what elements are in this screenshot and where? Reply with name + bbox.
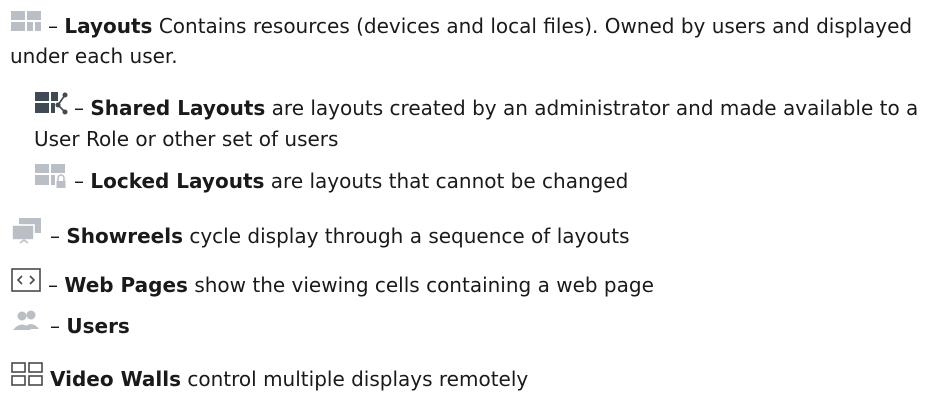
video-walls-term: Video Walls: [50, 367, 182, 391]
web-pages-term: Web Pages: [64, 273, 188, 297]
users-term: Users: [66, 314, 130, 338]
showreels-entry: – Showreels cycle display through a sequ…: [10, 217, 630, 255]
web-pages-entry: – Web Pages show the viewing cells conta…: [10, 267, 654, 303]
users-entry: – Users: [10, 309, 130, 343]
showreels-icon: [10, 217, 44, 252]
locked-layouts-term: Locked Layouts: [90, 169, 265, 193]
shared-layouts-dash: –: [74, 96, 84, 120]
layouts-dash: –: [48, 14, 58, 38]
shared-layouts-icon: [34, 91, 68, 122]
layouts-description: Contains resources (devices and local fi…: [10, 14, 913, 68]
users-dash: –: [50, 314, 60, 338]
video-walls-description: control multiple displays remotely: [187, 367, 529, 391]
layouts-icon: [10, 10, 42, 39]
shared-layouts-entry: – Shared Layouts are layouts created by …: [34, 91, 930, 153]
shared-layouts-description: are layouts created by an administrator …: [34, 96, 919, 151]
locked-layouts-description: are layouts that cannot be changed: [270, 169, 629, 193]
showreels-dash: –: [50, 224, 60, 248]
users-icon: [10, 309, 44, 340]
locked-layouts-entry: – Locked Layouts are layouts that cannot…: [34, 163, 629, 199]
video-walls-entry: Video Walls control multiple displays re…: [10, 361, 529, 397]
layouts-entry: – Layouts Contains resources (devices an…: [10, 10, 930, 70]
locked-layouts-icon: [34, 163, 68, 196]
web-pages-dash: –: [48, 273, 58, 297]
web-pages-description: show the viewing cells containing a web …: [194, 273, 654, 297]
video-wall-icon: [10, 361, 44, 394]
showreels-term: Showreels: [66, 224, 183, 248]
layouts-term: Layouts: [64, 14, 153, 38]
locked-layouts-dash: –: [74, 169, 84, 193]
showreels-description: cycle display through a sequence of layo…: [189, 224, 630, 248]
shared-layouts-term: Shared Layouts: [90, 96, 266, 120]
web-page-icon: [10, 267, 42, 300]
